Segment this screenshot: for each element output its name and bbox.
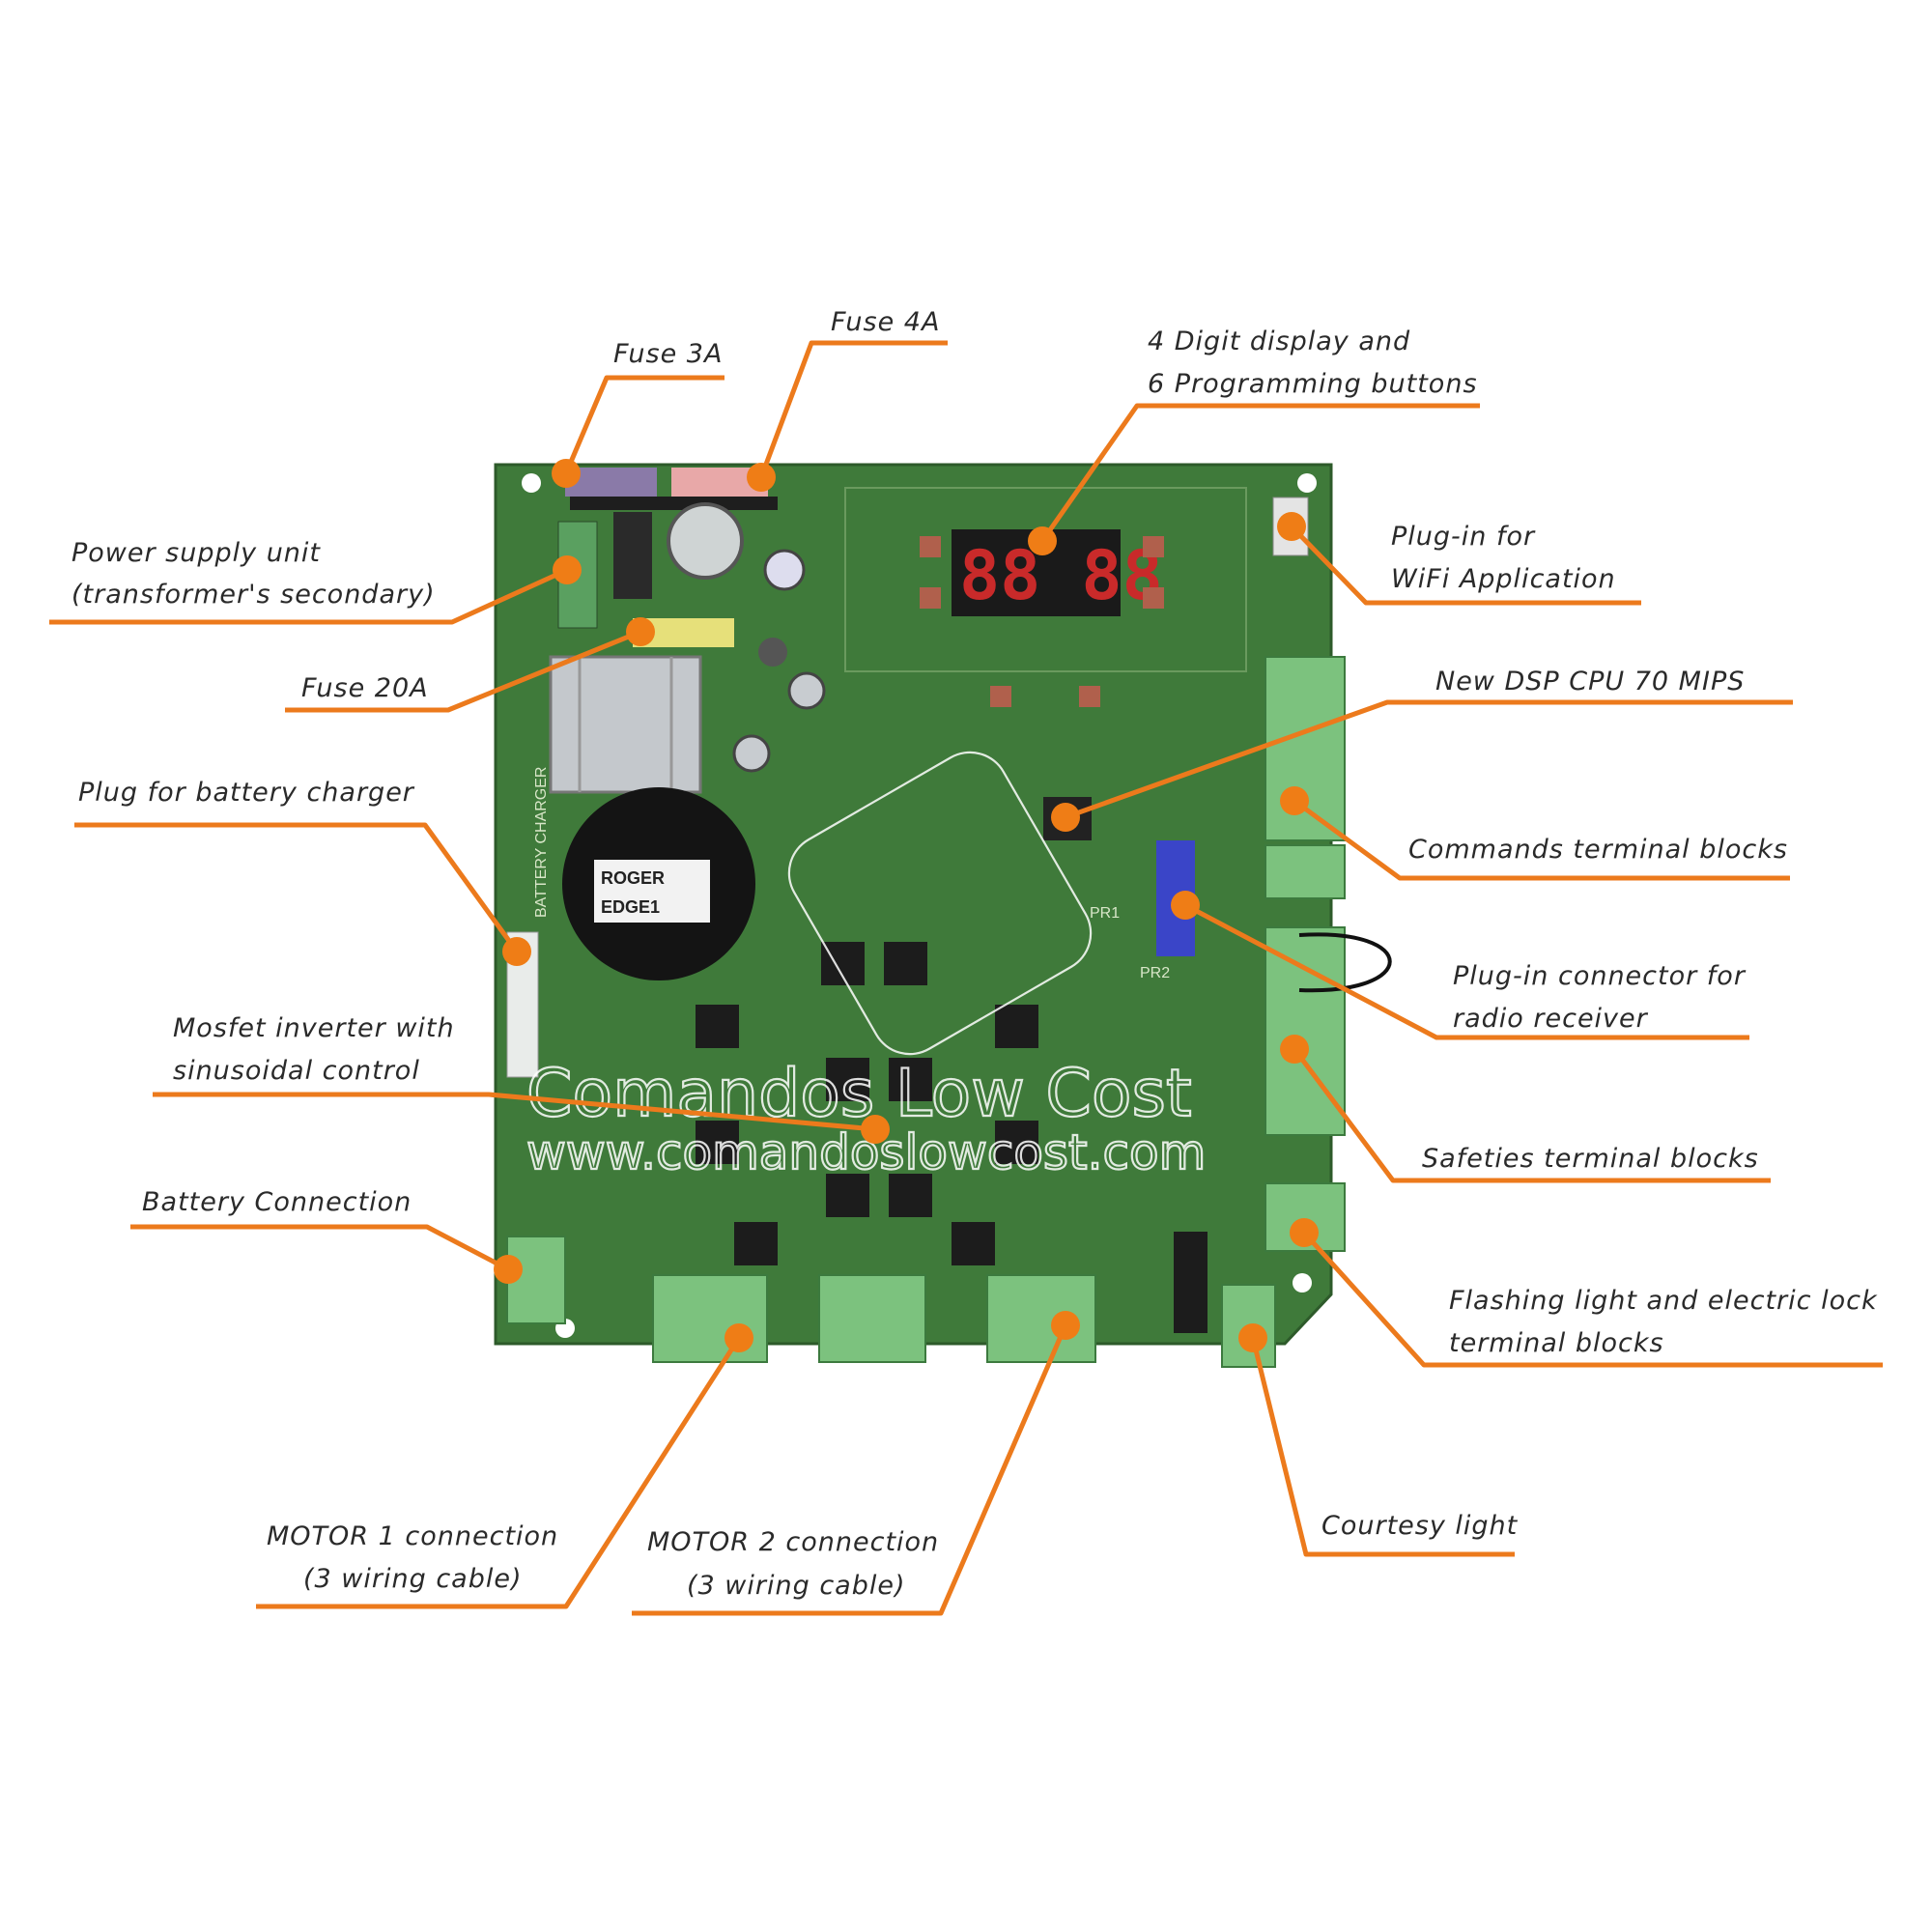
model-label: EDGE1 (601, 897, 660, 917)
callout-label: Battery Connection (142, 1187, 412, 1217)
callout-battery-connection: Battery Connection (130, 1187, 523, 1284)
callout-label: Flashing light and electric lock (1449, 1286, 1878, 1316)
pr2-label: PR2 (1140, 965, 1170, 981)
programming-buttons (920, 536, 1164, 707)
callout-label: sinusoidal control (173, 1056, 420, 1086)
battery-charger-silkscreen: BATTERY CHARGER (533, 767, 550, 918)
callout-wifi: Plug-in for WiFi Application (1277, 512, 1641, 606)
callout-safeties: Safeties terminal blocks (1280, 1035, 1771, 1183)
capacitor (667, 502, 744, 580)
callout-label: Fuse 3A (613, 339, 723, 369)
watermark-title: Comandos Low Cost (526, 1056, 1192, 1132)
callout-mosfet: Mosfet inverter with sinusoidal control (153, 1013, 890, 1144)
callout-fuse-4a: Fuse 4A (747, 307, 948, 492)
callout-fuse-3a: Fuse 3A (552, 339, 724, 488)
pcb-board: BATTERY CHARGER ROGER EDGE1 88 88 PR1 PR… (494, 463, 1392, 1368)
mosfet-array (696, 942, 1208, 1333)
mount-hole (522, 473, 541, 493)
callout-display: 4 Digit display and 6 Programming button… (1028, 327, 1480, 555)
callout-label: Plug-in for (1391, 522, 1536, 552)
brand-label: ROGER (601, 868, 665, 888)
callout-cpu: New DSP CPU 70 MIPS (1051, 667, 1793, 832)
callout-label: New DSP CPU 70 MIPS (1435, 667, 1745, 696)
callout-label: terminal blocks (1449, 1328, 1664, 1358)
callout-label: radio receiver (1453, 1004, 1649, 1034)
callout-motor2: MOTOR 2 connection (3 wiring cable) (632, 1311, 1080, 1616)
pr1-label: PR1 (1090, 905, 1120, 922)
callout-label: (3 wiring cable) (303, 1564, 523, 1594)
callout-commands: Commands terminal blocks (1280, 786, 1790, 881)
callout-label: Plug-in connector for (1453, 961, 1747, 991)
callout-battery-charger-plug: Plug for battery charger (74, 778, 531, 966)
callout-label: Courtesy light (1321, 1511, 1519, 1541)
callout-label: Power supply unit (71, 538, 321, 568)
callout-label: MOTOR 1 connection (267, 1521, 558, 1551)
callout-label: (transformer's secondary) (71, 580, 436, 610)
display-digits: 88 88 (959, 536, 1163, 615)
watermark: Comandos Low Cost www.comandoslowcost.co… (526, 751, 1207, 1181)
callout-label: WiFi Application (1391, 564, 1616, 594)
callout-radio: Plug-in connector for radio receiver (1171, 891, 1749, 1040)
callout-flashing: Flashing light and electric lock termina… (1290, 1218, 1883, 1368)
mount-hole (1293, 1273, 1312, 1293)
callout-fuse-20a: Fuse 20A (285, 617, 655, 713)
callout-label: Safeties terminal blocks (1422, 1144, 1759, 1174)
callout-label: Commands terminal blocks (1408, 835, 1788, 865)
callout-courtesy: Courtesy light (1238, 1323, 1519, 1557)
callout-label: (3 wiring cable) (687, 1571, 906, 1601)
callout-label: Mosfet inverter with (173, 1013, 455, 1043)
callout-label: Fuse 4A (831, 307, 940, 337)
callout-power-supply: Power supply unit (transformer's seconda… (49, 538, 582, 625)
callout-label: Plug for battery charger (78, 778, 415, 808)
callout-label: MOTOR 2 connection (647, 1527, 939, 1557)
callout-label: 4 Digit display and (1148, 327, 1410, 356)
callout-label: 6 Programming buttons (1148, 369, 1478, 399)
mount-hole (1297, 473, 1317, 493)
heat-sink (549, 655, 702, 794)
callout-label: Fuse 20A (301, 673, 429, 703)
callout-motor1: MOTOR 1 connection (3 wiring cable) (256, 1323, 753, 1609)
